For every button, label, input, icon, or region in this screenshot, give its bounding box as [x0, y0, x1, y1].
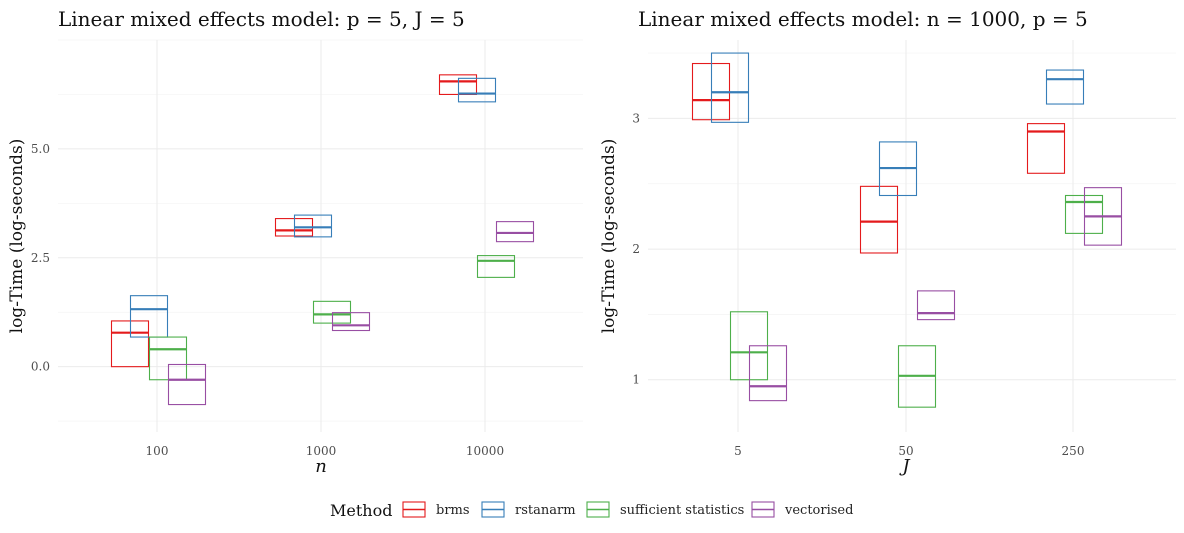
left-panel-grid — [58, 39, 583, 432]
box-rstanarm — [710, 52, 750, 123]
right-panel-x-axis-label: J — [898, 456, 911, 477]
box-sufficient-statistics — [476, 255, 516, 278]
box-rect — [859, 185, 899, 254]
x-tick-label: 5 — [734, 444, 742, 458]
left-panel-boxes — [110, 74, 535, 406]
legend-item-sufficient-statistics: sufficient statistics — [586, 501, 744, 518]
legend-label: brms — [436, 503, 470, 518]
box-vectorised — [748, 345, 788, 402]
right-panel-grid — [648, 40, 1176, 432]
x-tick-label: 50 — [898, 444, 913, 458]
box-rstanarm — [457, 77, 497, 103]
y-tick-label: 2 — [632, 242, 640, 256]
x-tick-label: 10000 — [466, 444, 504, 458]
box-brms — [1026, 123, 1066, 174]
box-rect — [476, 255, 516, 278]
right-panel: Linear mixed effects model: n = 1000, p … — [599, 7, 1176, 477]
legend-label: rstanarm — [515, 503, 576, 518]
legend-item-brms: brms — [402, 501, 470, 518]
left-panel-title: Linear mixed effects model: p = 5, J = 5 — [58, 7, 465, 31]
box-rect — [457, 77, 497, 103]
box-rect — [1026, 123, 1066, 174]
box-vectorised — [916, 290, 956, 321]
box-rect — [495, 221, 535, 243]
box-rect — [167, 363, 207, 406]
y-tick-label: 2.5 — [31, 251, 50, 265]
right-panel-boxes — [691, 52, 1123, 408]
box-vectorised — [167, 363, 207, 406]
left-panel: Linear mixed effects model: p = 5, J = 5… — [7, 7, 583, 477]
box-rstanarm — [878, 141, 918, 197]
y-tick-label: 0.0 — [31, 360, 50, 374]
box-rstanarm — [1045, 69, 1085, 105]
left-panel-y-axis-label: log-Time (log-seconds) — [7, 139, 27, 334]
box-rect — [331, 312, 371, 332]
box-rect — [293, 214, 333, 238]
left-panel-ticks: 0.0 2.5 5.0 100 1000 10000 — [31, 142, 504, 458]
legend-item-rstanarm: rstanarm — [481, 501, 576, 518]
x-tick-label: 1000 — [306, 444, 337, 458]
legend-label: sufficient statistics — [620, 503, 744, 518]
legend-label: vectorised — [784, 503, 853, 518]
right-panel-y-axis-label: log-Time (log-seconds) — [599, 139, 619, 334]
left-panel-x-axis-label: n — [315, 456, 327, 477]
box-brms — [859, 185, 899, 254]
legend: Method brms rstanarm sufficient statistics… — [330, 501, 853, 520]
right-panel-title: Linear mixed effects model: n = 1000, p … — [638, 7, 1088, 31]
legend-item-vectorised: vectorised — [751, 501, 853, 518]
y-tick-label: 1 — [632, 373, 640, 387]
box-vectorised — [331, 312, 371, 332]
y-tick-label: 3 — [632, 111, 640, 125]
box-rect — [748, 345, 788, 402]
box-rect — [710, 52, 750, 123]
box-rstanarm — [293, 214, 333, 238]
box-rect — [916, 290, 956, 321]
x-tick-label: 100 — [146, 444, 169, 458]
box-rect — [1045, 69, 1085, 105]
box-sufficient-statistics — [897, 345, 937, 408]
right-panel-ticks: 1 2 3 5 50 250 — [632, 111, 1084, 458]
legend-title: Method — [330, 501, 392, 520]
box-vectorised — [1083, 187, 1123, 246]
x-tick-label: 250 — [1062, 444, 1085, 458]
y-tick-label: 5.0 — [31, 142, 50, 156]
box-vectorised — [495, 221, 535, 243]
